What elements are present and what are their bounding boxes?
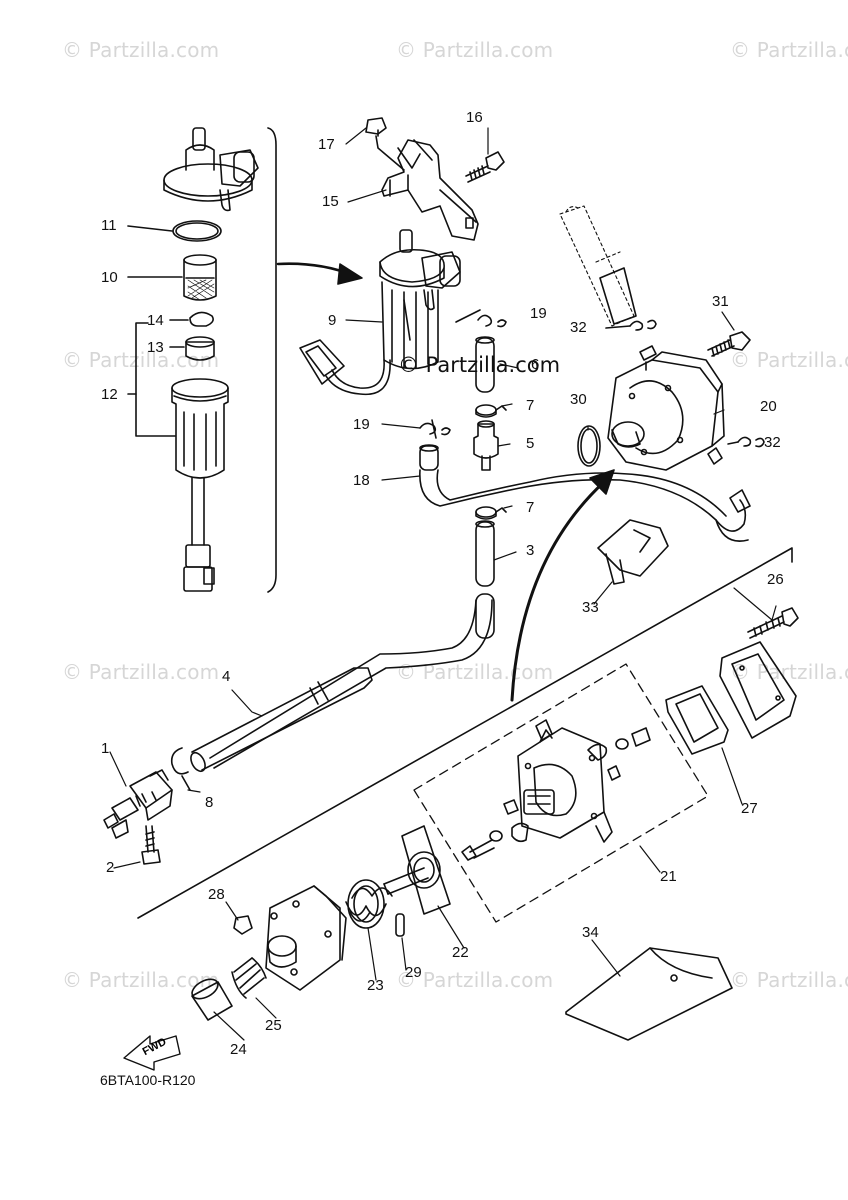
callout-1: 1 bbox=[101, 740, 110, 757]
callout-30: 30 bbox=[570, 391, 587, 408]
watermark: © Partzilla.com bbox=[62, 38, 220, 62]
watermark: © Partzilla.com bbox=[730, 660, 848, 684]
callout-6: 6 bbox=[531, 356, 540, 373]
leader-lines bbox=[109, 127, 777, 1041]
callout-8: 8 bbox=[205, 794, 214, 811]
watermark: © Partzilla.com bbox=[396, 660, 554, 684]
callout-25: 25 bbox=[265, 1017, 282, 1034]
callout-7: 7 bbox=[526, 397, 535, 414]
divider-line bbox=[137, 547, 793, 919]
callout-21: 21 bbox=[660, 868, 677, 885]
callout-22: 22 bbox=[452, 944, 469, 961]
pipe-and-fitting bbox=[103, 667, 373, 865]
callout-2: 2 bbox=[106, 859, 115, 876]
filter-assembly bbox=[209, 117, 751, 769]
diagram-code: 6BTA100-R120 bbox=[100, 1072, 196, 1088]
callout-15: 15 bbox=[322, 193, 339, 210]
callout-28: 28 bbox=[208, 886, 225, 903]
callout-7b: 7 bbox=[526, 499, 535, 516]
callout-10: 10 bbox=[101, 269, 118, 286]
callout-11: 11 bbox=[101, 217, 117, 234]
callout-33: 33 bbox=[582, 599, 599, 616]
watermark: © Partzilla.com bbox=[62, 968, 220, 992]
fuel-pump-assembly bbox=[510, 205, 765, 702]
callout-4: 4 bbox=[222, 668, 231, 685]
callout-14: 14 bbox=[147, 312, 164, 329]
watermark: © Partzilla.com bbox=[62, 660, 220, 684]
watermark: © Partzilla.com bbox=[396, 968, 554, 992]
pump-components bbox=[123, 607, 799, 1071]
callout-20: 20 bbox=[760, 398, 777, 415]
callout-12: 12 bbox=[101, 386, 118, 403]
callout-26: 26 bbox=[767, 571, 784, 588]
callout-29: 29 bbox=[405, 964, 422, 981]
callout-27: 27 bbox=[741, 800, 758, 817]
callout-32: 32 bbox=[570, 319, 587, 336]
callout-24: 24 bbox=[230, 1041, 247, 1058]
callout-34: 34 bbox=[582, 924, 599, 941]
callout-18: 18 bbox=[353, 472, 370, 489]
callout-5: 5 bbox=[526, 435, 535, 452]
callout-23: 23 bbox=[367, 977, 384, 994]
inset-detail bbox=[127, 127, 363, 593]
callout-13: 13 bbox=[147, 339, 164, 356]
watermark: © Partzilla.com bbox=[396, 38, 554, 62]
callout-19: 19 bbox=[530, 305, 547, 322]
watermark: © Partzilla.com bbox=[730, 38, 848, 62]
callout-31: 31 bbox=[712, 293, 729, 310]
callout-9: 9 bbox=[328, 312, 337, 329]
center-watermark: © Partzilla.com bbox=[398, 353, 561, 377]
callout-32b: 32 bbox=[764, 434, 781, 451]
watermark: © Partzilla.com bbox=[62, 348, 220, 372]
watermark: © Partzilla.com bbox=[730, 968, 848, 992]
callout-19b: 19 bbox=[353, 416, 370, 433]
callout-16: 16 bbox=[466, 109, 483, 126]
watermark: © Partzilla.com bbox=[730, 348, 848, 372]
callout-3: 3 bbox=[526, 542, 535, 559]
callout-17: 17 bbox=[318, 136, 335, 153]
